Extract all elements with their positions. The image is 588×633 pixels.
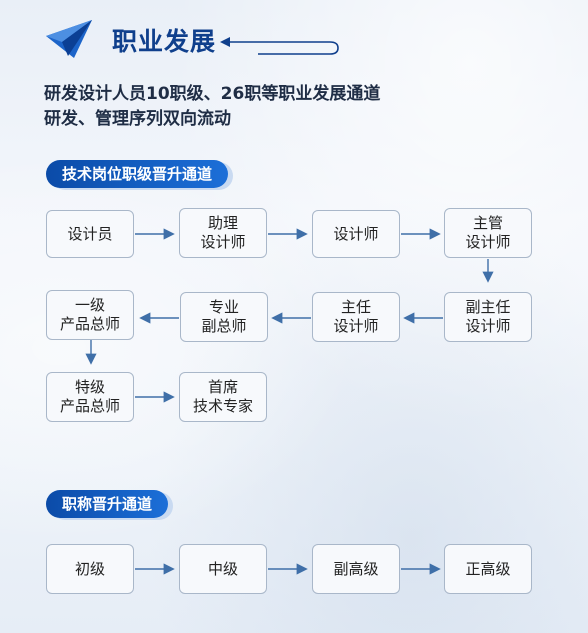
intro-line-1: 研发设计人员10职级、26职等职业发展通道 [44, 84, 381, 104]
intro-text: 研发设计人员10职级、26职等职业发展通道 研发、管理序列双向流动 [44, 82, 380, 132]
node-designer: 设计员 [46, 210, 134, 258]
node-chief-tech-expert: 首席 技术专家 [179, 372, 267, 422]
node-senior: 正高级 [444, 544, 532, 594]
node-intermediate: 中级 [179, 544, 267, 594]
node-assistant-designer: 助理 设计师 [179, 208, 267, 258]
paper-plane-icon [46, 20, 92, 58]
page-title: 职业发展 [112, 27, 217, 56]
title-track-label: 职称晋升通道 [46, 490, 169, 518]
node-deputy-chief-designer: 副主任 设计师 [444, 292, 532, 342]
node-designer-2: 设计师 [312, 210, 400, 258]
header: 职业发展 [44, 16, 339, 62]
intro-line-2: 研发、管理序列双向流动 [44, 109, 231, 129]
node-associate-senior: 副高级 [312, 544, 400, 594]
node-special-product-chief: 特级 产品总师 [46, 372, 134, 422]
node-junior: 初级 [46, 544, 134, 594]
curved-arrow-icon [220, 37, 339, 55]
node-level1-product-chief: 一级 产品总师 [46, 290, 134, 340]
tech-track-label: 技术岗位职级晋升通道 [46, 160, 229, 188]
node-professional-deputy-chief: 专业 副总师 [180, 292, 268, 342]
node-chief-designer: 主任 设计师 [312, 292, 400, 342]
node-supervisor-designer: 主管 设计师 [444, 208, 532, 258]
